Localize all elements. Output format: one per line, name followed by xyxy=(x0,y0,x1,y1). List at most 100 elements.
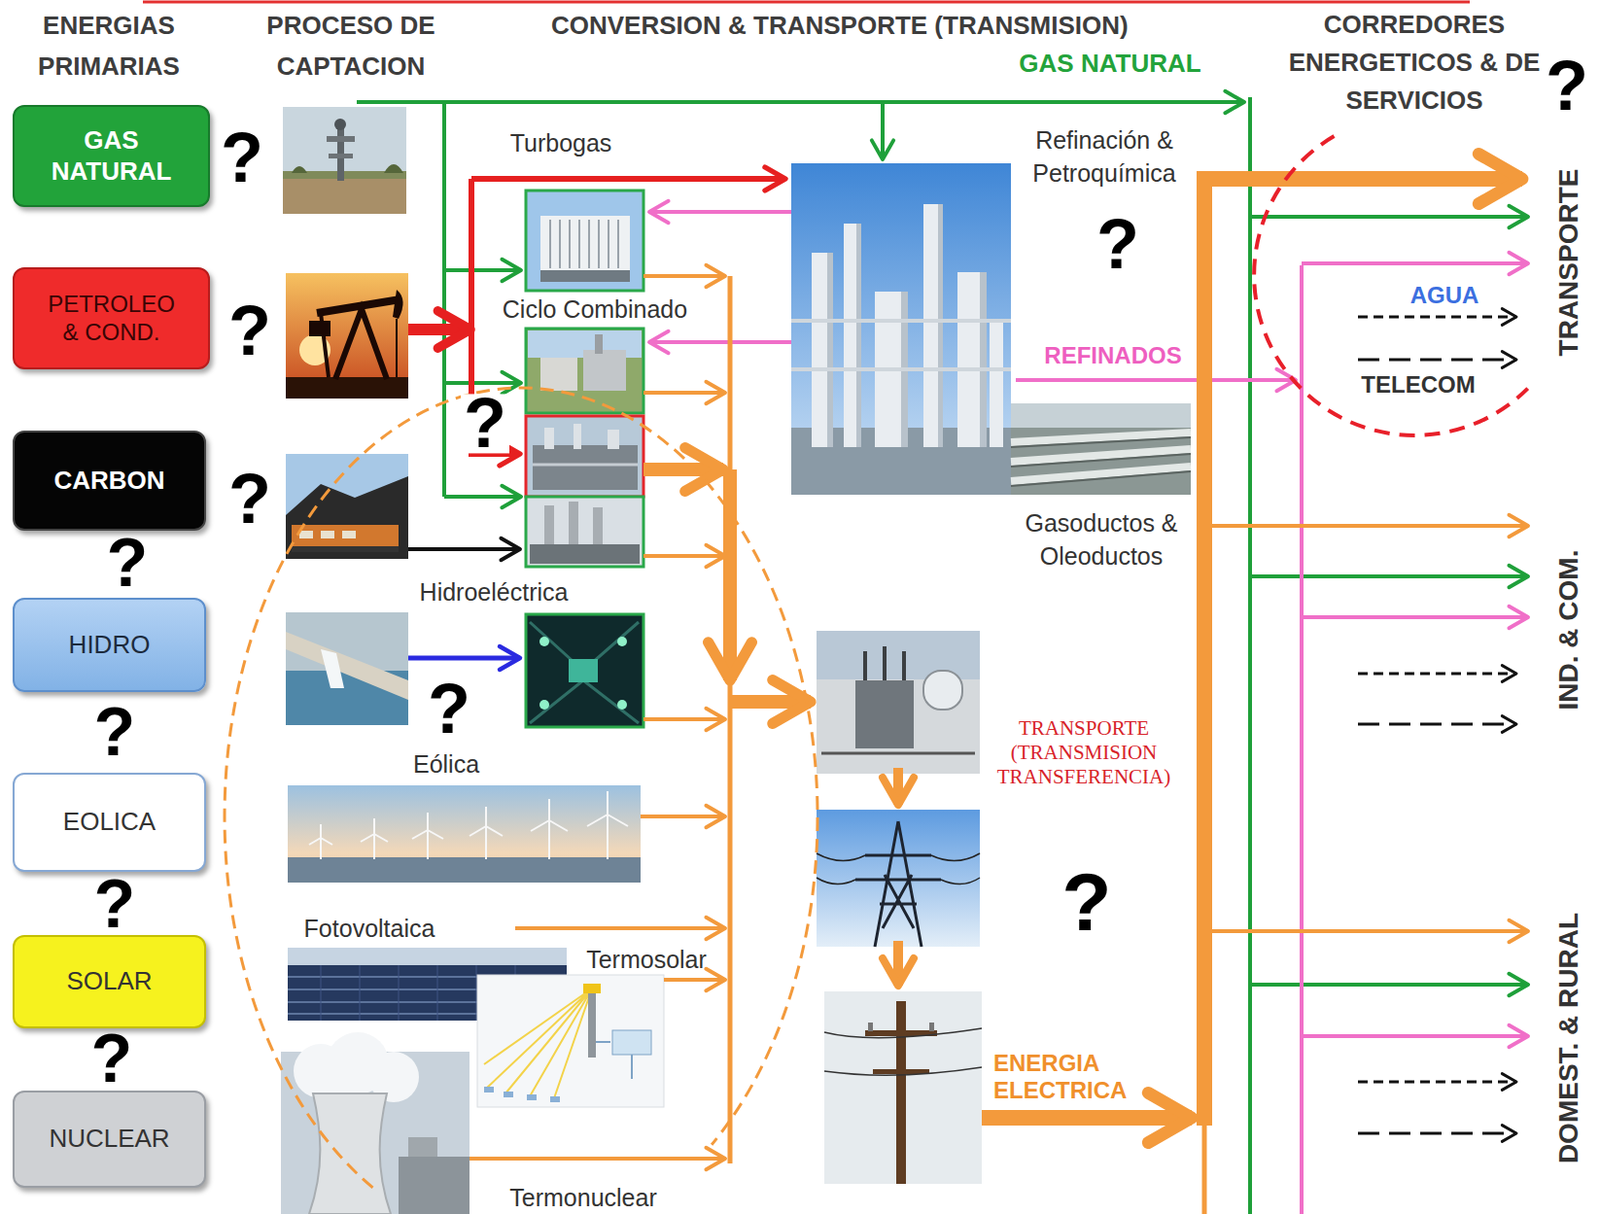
sector-label: TRANSPORTE xyxy=(1552,169,1586,357)
service-lines xyxy=(1357,672,1517,676)
hydro-plant-photo xyxy=(539,699,550,710)
column-header: CORREDORES ENERGETICOS & DE SERVICIOS xyxy=(1287,5,1541,120)
refined-lines xyxy=(1299,265,1304,1214)
refined-lines xyxy=(1301,261,1529,266)
service-lines xyxy=(1357,316,1517,1134)
question-mark: ? xyxy=(94,875,137,935)
pumpjack-photo xyxy=(316,299,401,314)
question-mark: ? xyxy=(220,128,264,188)
electric-lines xyxy=(640,814,726,819)
refinery-photo xyxy=(938,204,943,448)
turbogas-plant-photo xyxy=(540,215,630,282)
sector-label: IND. & COM. xyxy=(1552,550,1586,711)
oil-plant-photo xyxy=(607,429,620,450)
pumpjack-photo xyxy=(335,309,387,380)
hydro-plant-photo xyxy=(529,622,639,724)
gas-lines xyxy=(880,102,885,160)
wind-farm-photo xyxy=(360,818,388,860)
gas-lines xyxy=(1248,97,1253,1214)
service-label: AGUA xyxy=(1410,281,1480,311)
substation-photo xyxy=(923,670,963,710)
wind-farm-photo xyxy=(469,806,503,860)
solar-thermal-photo xyxy=(583,983,601,994)
coal-photo xyxy=(299,530,314,539)
energy-box: CARBON xyxy=(12,430,207,531)
coal-photo xyxy=(285,453,409,559)
wind-farm-photo xyxy=(287,857,641,883)
service-lines xyxy=(1357,1080,1517,1084)
sector-label: DOMEST. & RURAL xyxy=(1552,912,1586,1164)
flow-label: REFINADOS xyxy=(1043,342,1182,371)
electric-lines xyxy=(663,977,726,982)
gas-well-photo xyxy=(334,118,347,131)
electric-lines xyxy=(469,178,1529,1214)
question-mark: ? xyxy=(228,469,272,529)
electric-lines xyxy=(643,274,726,279)
turbogas-plant-photo xyxy=(540,270,630,282)
electric-lines xyxy=(981,1110,1192,1126)
coal-plant-photo xyxy=(525,496,644,567)
plant-label: Ciclo Combinado xyxy=(502,294,688,324)
gas-well-photo xyxy=(282,106,407,214)
oil-lines xyxy=(408,323,471,336)
service-label: TELECOM xyxy=(1360,371,1475,400)
hydro-plant-photo xyxy=(617,699,627,710)
plant-label: Fotovoltaica xyxy=(304,913,436,943)
oil-plant-photo xyxy=(573,423,582,450)
box-text: PETROLEO & COND. xyxy=(43,290,179,348)
gas-well-photo xyxy=(328,153,353,159)
electric-lines xyxy=(723,469,737,681)
service-lines xyxy=(1357,315,1517,319)
refinery-photo xyxy=(923,204,943,448)
column-header: CONVERSION & TRANSPORTE (TRANSMISION) xyxy=(551,10,1129,41)
service-lines xyxy=(1357,1132,1517,1136)
plant-label: Eólica xyxy=(413,749,480,779)
service-lines xyxy=(1357,358,1517,362)
wind-farm-photo xyxy=(530,799,568,860)
electric-lines xyxy=(643,390,726,395)
combined-cycle-plant-photo xyxy=(525,328,644,414)
coal-photo xyxy=(320,530,335,539)
nuclear-plant-photo xyxy=(408,1137,438,1157)
wind-farm-photo xyxy=(287,785,641,883)
pipeline-photo xyxy=(1010,403,1191,428)
wind-farm-photo xyxy=(412,812,444,860)
electric-lines xyxy=(643,717,726,722)
hydro-plant-photo xyxy=(539,636,550,647)
energy-box: PETROLEO & COND. xyxy=(12,267,210,370)
pole-photo xyxy=(824,1028,982,1076)
dam-photo xyxy=(285,631,409,700)
refined-lines xyxy=(649,340,792,345)
coal-photo xyxy=(285,453,409,559)
pylon-photo xyxy=(816,809,980,947)
wind-farm-photo xyxy=(309,791,628,860)
renewables-outline xyxy=(224,387,818,1188)
pumpjack-photo xyxy=(285,273,409,399)
gas-lines xyxy=(1250,574,1529,579)
refinery-photo xyxy=(791,320,1011,370)
nuclear-plant-photo xyxy=(309,1093,391,1214)
refinery-photo xyxy=(811,252,834,448)
plant-label: Termonuclear xyxy=(509,1182,657,1213)
gas-lines xyxy=(1250,214,1529,219)
nuclear-plant-photo xyxy=(280,1032,470,1214)
pumpjack-photo xyxy=(395,318,398,378)
question-mark: ? xyxy=(91,1030,134,1089)
coal-hydro-lines xyxy=(408,656,521,661)
solar-thermal-photo xyxy=(477,974,664,1108)
plant-label: Hidroeléctrica xyxy=(419,577,569,607)
pipeline-photo xyxy=(1010,403,1191,495)
turbogas-plant-photo xyxy=(525,190,644,291)
coal-photo xyxy=(291,524,399,547)
wind-farm-photo xyxy=(287,785,641,883)
refined-lines xyxy=(649,211,1529,1214)
question-mark: ? xyxy=(460,393,510,453)
refinery-photo xyxy=(791,163,1011,495)
refined-lines xyxy=(1015,378,1296,383)
hydro-plant-photo xyxy=(617,636,627,647)
electric-lines xyxy=(515,926,726,931)
energy-box: GAS NATURAL xyxy=(12,104,210,208)
question-mark: ? xyxy=(1061,868,1112,938)
hydro-plant-photo xyxy=(525,614,644,728)
question-mark: ? xyxy=(106,534,149,593)
